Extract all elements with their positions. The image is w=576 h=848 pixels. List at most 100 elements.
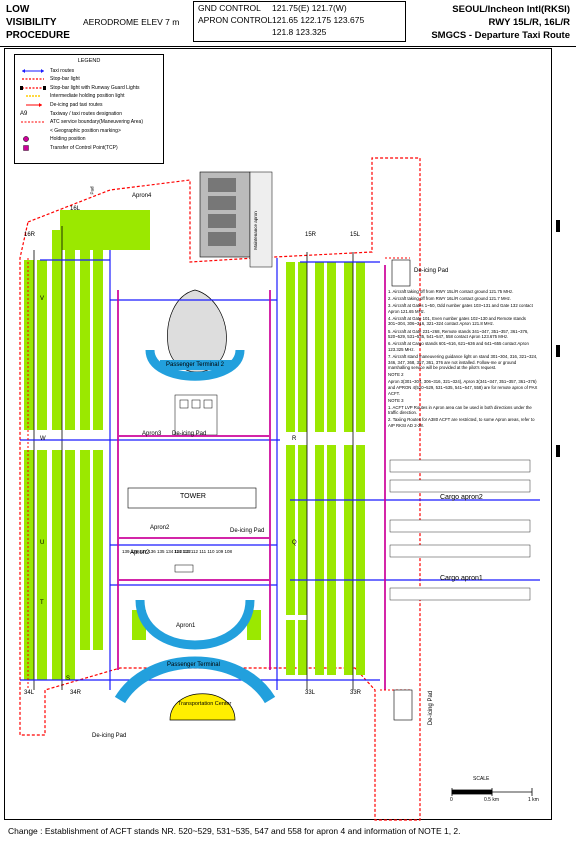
rwy-15l-top: 15L — [350, 232, 361, 238]
legend-item-atc: ATC service boundary(Maneuvering Area) — [18, 118, 160, 127]
freq-row: APRON CONTROL121.65 122.175 123.675 — [198, 15, 365, 25]
deicing-arrow-icon — [26, 102, 42, 107]
legend-item-deicing: De-icing pad taxi routes — [18, 101, 160, 110]
passenger-terminal-1: Passenger Terminal — [167, 662, 220, 668]
west-stands — [24, 210, 150, 680]
note-line: 4. Aircraft at Gate 101, Even number gat… — [388, 315, 526, 327]
legend-item-taxi: Taxi routes — [18, 67, 160, 76]
scale-zero: 0 — [450, 797, 453, 803]
aerodrome-elevation: AERODROME ELEV 7 m — [83, 17, 180, 27]
deicing-pad-se: De-icing Pad — [428, 690, 435, 726]
cargo-apron2-label: Cargo apron2 — [440, 494, 483, 501]
arrow-icon — [22, 68, 44, 73]
chart-title: SEOUL/Incheon Intl(RKSI) RWY 15L/R, 16L/… — [431, 4, 570, 41]
rwy-16l-top: 16L — [70, 206, 81, 212]
holding-position-icon — [23, 136, 29, 143]
runways — [33, 226, 354, 690]
side-mark — [556, 445, 560, 457]
maintenance-area — [199, 171, 273, 268]
note-line: 1. ACFT LVP Routes in Apron area can be … — [388, 404, 532, 416]
rwy-34l: 34L — [24, 690, 35, 696]
twy-t: T — [40, 600, 44, 606]
side-mark — [556, 345, 560, 357]
taxi-routes — [20, 250, 540, 690]
stand-row-b: 114 113 112 111 110 109 108 — [174, 549, 233, 554]
legend: LEGEND Taxi routes Stop-bar light Stop-b… — [14, 54, 164, 164]
deicing-pad-center: De-icing Pad — [172, 431, 207, 437]
notes-panel: 1. Aircraft taking off from RWY 15L/R co… — [388, 289, 538, 430]
chart-frame — [4, 48, 552, 820]
terminal1-main — [114, 656, 276, 704]
freq-row: 121.8 123.325 — [272, 27, 327, 37]
deicing-pad-sw: De-icing Pad — [92, 733, 127, 739]
scale-title: SCALE — [473, 776, 490, 782]
apron3-label: Apron3 — [142, 431, 162, 437]
legend-item-stopbar: Stop-bar light — [18, 75, 160, 84]
scale-half: 0.5 km — [484, 797, 500, 803]
cargo-apron1-label: Cargo apron1 — [440, 575, 483, 582]
ihp-icon — [26, 95, 40, 98]
apron1-constr — [174, 564, 194, 573]
note-line: 2. Aircraft taking off from RWY 16L/R co… — [388, 296, 511, 302]
header: LOW VISIBILITY PROCEDURE AERODROME ELEV … — [0, 0, 576, 47]
apron4-label: Apron4 — [132, 193, 152, 199]
transportation-center — [169, 693, 236, 721]
apron2-label-b: Apron2 — [130, 550, 150, 556]
twy-w: W — [40, 436, 46, 442]
note-heading: NOTE 2 — [388, 372, 404, 378]
apron1-label: Apron1 — [176, 623, 196, 629]
legend-item-geo: < Geographic position marking> — [50, 127, 121, 134]
terminal2-concourse — [145, 349, 245, 381]
deicing-pad-ne: De-icing Pad — [414, 268, 449, 274]
legend-title: LEGEND — [77, 58, 101, 64]
deicing-pad-shapes — [391, 259, 413, 721]
east-stands — [132, 262, 365, 675]
twy-v: V — [40, 296, 45, 302]
twy-s: S — [66, 676, 71, 682]
note-heading: NOTE 3 — [388, 397, 404, 403]
rwy-16r-top: 16R — [24, 232, 36, 238]
deicing-pad-center2: De-icing Pad — [230, 528, 265, 534]
note-line: 7. Aircraft stand maneuvering guidance l… — [388, 353, 538, 371]
note-line: 1. Aircraft taking off from RWY 15L/R co… — [388, 289, 514, 294]
twy-r: R — [292, 436, 297, 442]
tcp-icon — [23, 145, 29, 151]
legend-item-ihp: Intermediate holding position light — [18, 92, 160, 101]
atc-boundary-icon — [21, 121, 45, 123]
apron3-blocks — [174, 394, 218, 436]
pad-label: Pad — [89, 186, 95, 195]
note-line: 6. Aircraft at Cargo stands 601~616, 621… — [388, 341, 529, 352]
terminal2-building — [167, 289, 227, 373]
scale-one: 1 km — [528, 797, 539, 803]
cargo-stands — [389, 459, 531, 601]
rwy-15r-top: 15R — [305, 232, 317, 238]
atc-boundary — [19, 157, 421, 821]
terminal2-main — [160, 360, 232, 370]
twy-q: Q — [292, 540, 297, 546]
tower-label: TOWER — [180, 493, 206, 500]
passenger-terminal-2: Passenger Terminal 2 — [166, 362, 224, 368]
rwy-34r: 34R — [70, 690, 82, 696]
legend-item-stopbar-rgl: Stop-bar light with Runway Guard Lights — [18, 84, 160, 93]
maintenance-apron-label: Maintenance apron — [252, 211, 258, 250]
stopbar-icon — [22, 78, 44, 80]
terminal1-concourse — [135, 599, 255, 650]
apron2-label-a: Apron2 — [150, 525, 170, 531]
transportation-center-label: Transportation Center — [178, 701, 232, 707]
note-line: 2. Taxiing Routes for A380 ACFT are rest… — [388, 417, 535, 428]
legend-item-holding: Holding position — [18, 135, 160, 144]
tower-area — [127, 487, 257, 509]
legend-code: A9 — [20, 110, 28, 117]
rwy-33r: 33R — [350, 690, 362, 696]
note-line: Apron 3(301~304, 306~316, 321~324), Apro… — [388, 379, 538, 396]
procedure-title: LOW VISIBILITY PROCEDURE — [6, 4, 70, 41]
note-line: 3. Aircraft at Gates 1~50, Odd number ga… — [388, 303, 533, 314]
stopbar-rgl-icon — [20, 85, 46, 90]
twy-u: U — [40, 540, 45, 546]
ihp-routes — [117, 265, 386, 690]
note-line: 5. Aircraft at Gate 231~268, Remote stan… — [388, 328, 529, 340]
